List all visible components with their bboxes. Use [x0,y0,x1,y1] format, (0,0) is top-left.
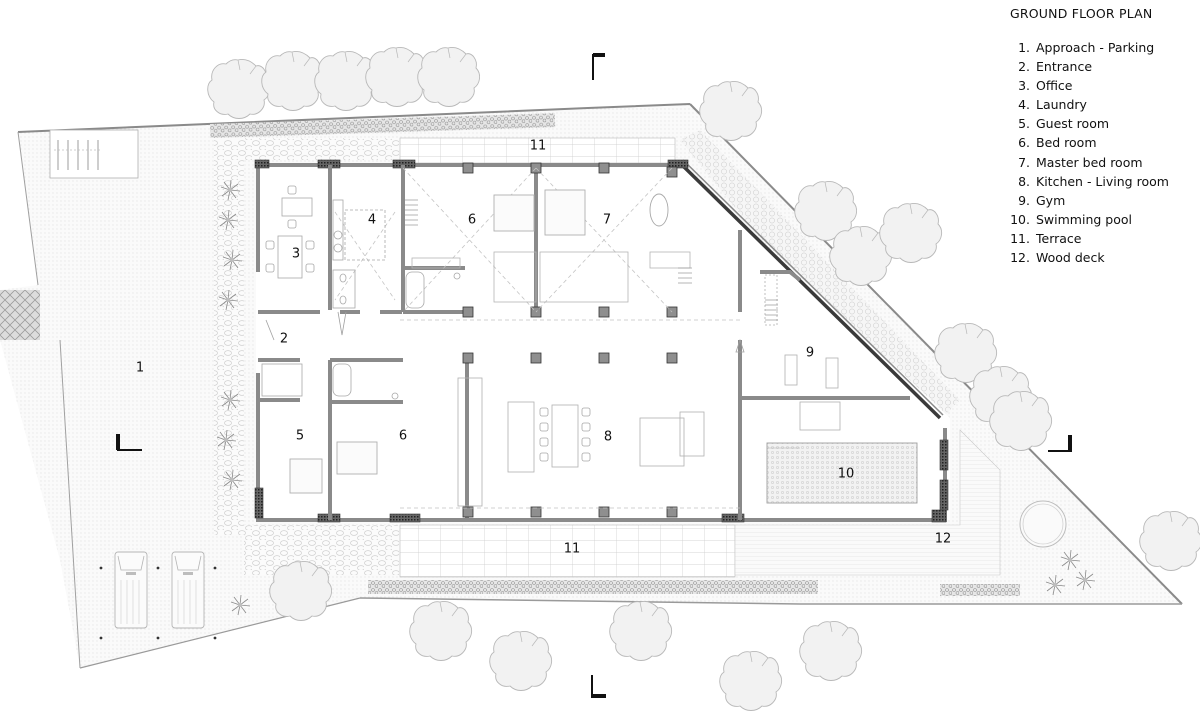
parked-cars [99,551,217,640]
section-mark-east [1048,435,1072,452]
legend-number: 11. [1010,230,1030,246]
hedge-south [368,580,818,594]
legend-number: 8. [1018,173,1030,189]
legend-label: Entrance [1036,59,1093,75]
terrace-south-area [399,524,736,578]
legend-item: 8. Kitchen - Living room [1010,172,1169,191]
legend-label: Office [1036,78,1073,94]
legend-item: 12. Wood deck [1010,248,1169,267]
hedge-southeast [940,584,1020,596]
room-label-terrace-north: 11 [529,138,547,154]
legend-item: 9. Gym [1010,191,1169,210]
legend-item: 6. Bed room [1010,133,1169,152]
house [254,159,950,523]
kitchen-living-furniture [457,377,705,507]
section-mark-north [592,53,605,80]
legend-item: 2. Entrance [1010,57,1169,76]
wood-deck-area [734,429,1001,576]
room-label-approach-parking: 1 [135,360,145,376]
legend-item: 3. Office [1010,76,1169,95]
bike-rack [49,129,139,179]
legend-number: 4. [1018,97,1030,113]
hedge-north [210,113,556,138]
room-label-kitchen-living: 8 [603,429,613,445]
legend-number: 2. [1018,59,1030,75]
room-label-bed-room-north: 6 [467,212,477,228]
terrace-north-area [399,137,676,164]
legend-number: 1. [1018,40,1030,55]
legend-label: Guest room [1036,116,1110,132]
legend-item: 10. Swimming pool [1010,210,1169,229]
pebble-border-west [214,140,244,535]
office-furniture [265,185,315,279]
swimming-pool-water [766,442,918,504]
legend-label: Wood deck [1036,250,1105,266]
room-label-terrace-south: 11 [563,541,581,557]
legend-label: Terrace [1036,230,1082,246]
round-feature [1019,500,1067,548]
room-label-guest-room: 5 [295,428,305,444]
legend-item: 4. Laundry [1010,95,1169,114]
room-label-laundry: 4 [367,212,377,228]
legend-number: 5. [1018,116,1030,132]
legend-label: Gym [1036,192,1066,208]
legend-number: 9. [1018,192,1030,208]
pebble-border-northeast [680,130,960,420]
legend-number: 6. [1018,135,1030,151]
legend-label: Master bed room [1036,154,1143,170]
room-label-master-bed-room: 7 [602,212,612,228]
entrance-path [0,290,40,340]
legend-number: 12. [1010,250,1030,266]
legend-label: Laundry [1036,97,1087,113]
legend: GROUND FLOOR PLAN 1. Approach - Parking 2… [1010,6,1169,267]
legend-number: 10. [1010,211,1030,227]
room-label-entrance: 2 [279,331,289,347]
legend-item: 5. Guest room [1010,114,1169,133]
room-label-gym: 9 [805,345,815,361]
legend-label: Approach - Parking [1036,40,1155,55]
room-label-swimming-pool: 10 [837,466,855,482]
legend-number: 7. [1018,154,1030,170]
legend-label: Swimming pool [1036,211,1132,227]
legend-label: Bed room [1036,135,1097,151]
legend-item: 7. Master bed room [1010,153,1169,172]
section-mark-south [591,675,606,698]
pebble-border-north [244,138,399,160]
legend-item: 11. Terrace [1010,229,1169,248]
legend-number: 3. [1018,78,1030,94]
room-label-wood-deck: 12 [934,531,952,547]
drawing-title: GROUND FLOOR PLAN [1010,6,1153,21]
section-mark-west [116,434,142,451]
legend-label: Kitchen - Living room [1036,173,1169,189]
room-label-office: 3 [291,246,301,262]
legend-item: 1. Approach - Parking [1010,38,1169,57]
pebble-border-south [244,525,399,575]
room-label-bed-room-south: 6 [398,428,408,444]
legend-list: 1. Approach - Parking 2. Entrance 3. Office… [1010,38,1169,267]
